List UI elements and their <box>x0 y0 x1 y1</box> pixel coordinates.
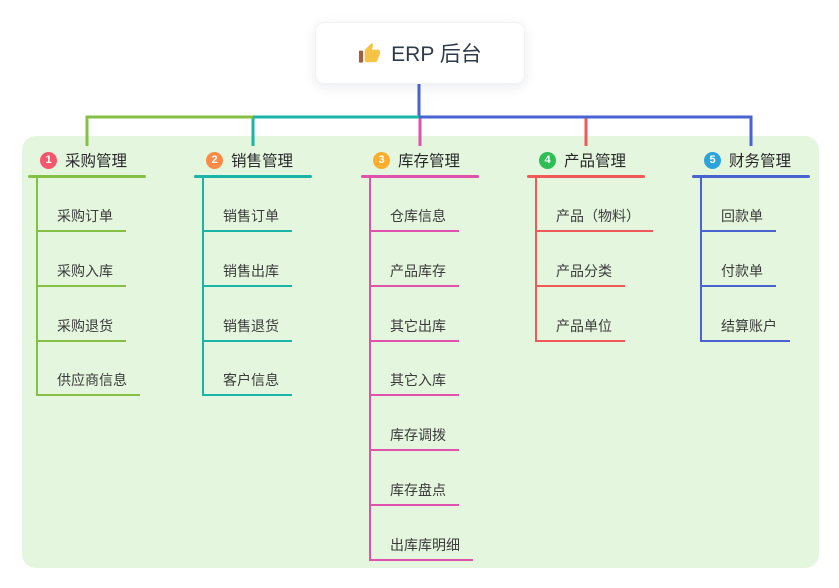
branch-node-4[interactable]: 4 产品管理 <box>539 149 626 171</box>
leaf-node[interactable]: 库存盘点 <box>369 480 459 506</box>
leaf-node[interactable]: 销售出库 <box>202 261 292 287</box>
leaf-node[interactable]: 结算账户 <box>700 316 790 342</box>
branch-node-5[interactable]: 5 财务管理 <box>704 149 791 171</box>
leaf-node[interactable]: 采购订单 <box>36 206 126 232</box>
leaf-node[interactable]: 产品（物料） <box>535 206 653 232</box>
leaf-node[interactable]: 采购退货 <box>36 316 126 342</box>
branch-underline-5 <box>692 175 810 178</box>
branch-badge-4: 4 <box>539 151 556 169</box>
thumbs-up-icon <box>359 42 381 63</box>
leaf-node[interactable]: 其它出库 <box>369 316 459 342</box>
branch-trunk-4 <box>535 178 537 342</box>
leaf-node[interactable]: 出库库明细 <box>369 535 473 561</box>
branch-trunk-5 <box>700 178 702 342</box>
branch-underline-4 <box>527 175 645 178</box>
branches-panel <box>22 136 819 568</box>
leaf-node[interactable]: 销售退货 <box>202 316 292 342</box>
leaf-node[interactable]: 产品库存 <box>369 261 459 287</box>
leaf-node[interactable]: 客户信息 <box>202 370 292 397</box>
branch-trunk-3 <box>369 178 371 561</box>
branch-trunk-2 <box>202 178 204 397</box>
branch-underline-3 <box>361 175 479 178</box>
branch-trunk-1 <box>36 178 38 397</box>
leaf-node[interactable]: 库存调拨 <box>369 425 459 452</box>
leaf-node[interactable]: 回款单 <box>700 206 776 232</box>
branch-badge-2: 2 <box>206 151 223 169</box>
leaf-node[interactable]: 付款单 <box>700 261 776 287</box>
branch-node-3[interactable]: 3 库存管理 <box>373 149 460 171</box>
leaf-node[interactable]: 销售订单 <box>202 206 292 232</box>
root-node-erp[interactable]: ERP 后台 <box>315 22 525 84</box>
branch-label: 产品管理 <box>564 153 627 170</box>
branch-label: 库存管理 <box>398 153 461 170</box>
leaf-node[interactable]: 产品单位 <box>535 316 625 342</box>
root-title: ERP 后台 <box>391 43 482 66</box>
branch-underline-1 <box>28 175 146 178</box>
leaf-node[interactable]: 采购入库 <box>36 261 126 287</box>
branch-label: 采购管理 <box>65 153 128 170</box>
branch-badge-1: 1 <box>40 151 57 169</box>
leaf-node[interactable]: 产品分类 <box>535 261 625 287</box>
leaf-node[interactable]: 仓库信息 <box>369 206 459 232</box>
branch-underline-2 <box>194 175 312 178</box>
leaf-node[interactable]: 供应商信息 <box>36 370 140 397</box>
branch-badge-3: 3 <box>373 151 390 169</box>
leaf-node[interactable]: 其它入库 <box>369 370 459 397</box>
branch-node-2[interactable]: 2 销售管理 <box>206 149 293 171</box>
branch-label: 销售管理 <box>231 153 294 170</box>
branch-node-1[interactable]: 1 采购管理 <box>40 149 127 171</box>
branch-badge-5: 5 <box>704 151 721 169</box>
branch-label: 财务管理 <box>729 153 792 170</box>
